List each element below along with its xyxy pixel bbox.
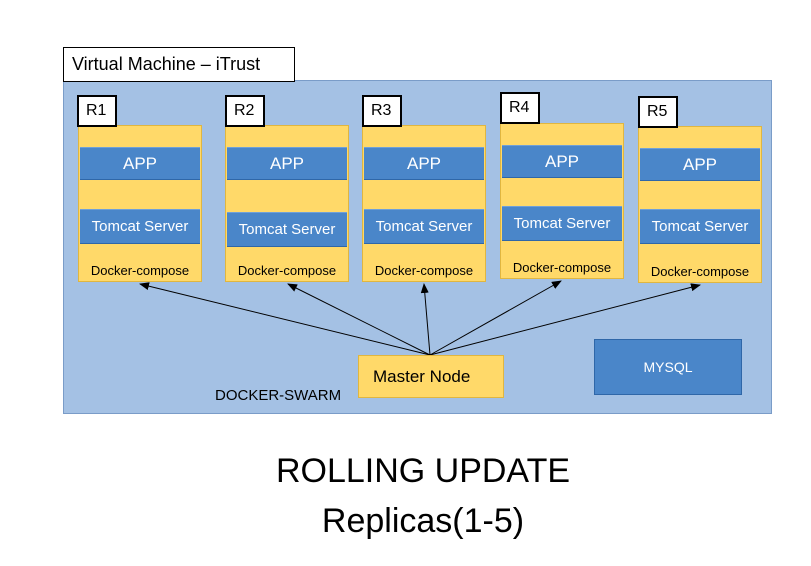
tomcat-server-block: Tomcat Server [80, 209, 200, 244]
replica-label-r1: R1 [77, 95, 117, 127]
app-block: APP [364, 147, 484, 180]
docker-compose-label: Docker-compose [237, 263, 337, 278]
mysql-block: MYSQL [594, 339, 742, 395]
replica-r3: APP Tomcat Server Docker-compose [362, 125, 486, 282]
app-block: APP [640, 148, 760, 181]
replica-r4: APP Tomcat Server Docker-compose [500, 123, 624, 279]
vm-title: Virtual Machine – iTrust [63, 47, 295, 82]
docker-compose-label: Docker-compose [374, 263, 474, 278]
replica-label-r2: R2 [225, 95, 265, 127]
caption-subtitle: Replicas(1-5) [321, 502, 525, 540]
app-block: APP [227, 147, 347, 180]
master-node: Master Node [358, 355, 504, 398]
docker-compose-label: Docker-compose [512, 260, 612, 275]
replica-r2: APP Tomcat Server Docker-compose [225, 125, 349, 282]
tomcat-server-block: Tomcat Server [502, 206, 622, 241]
replica-r1: APP Tomcat Server Docker-compose [78, 125, 202, 282]
docker-compose-label: Docker-compose [650, 264, 750, 279]
replica-label-r3: R3 [362, 95, 402, 127]
tomcat-server-block: Tomcat Server [364, 209, 484, 244]
replica-label-r4: R4 [500, 92, 540, 124]
tomcat-server-block: Tomcat Server [640, 209, 760, 244]
app-block: APP [80, 147, 200, 180]
caption-title: ROLLING UPDATE [275, 452, 571, 490]
docker-swarm-label: DOCKER-SWARM [215, 387, 342, 404]
replica-label-r5: R5 [638, 96, 678, 128]
tomcat-server-block: Tomcat Server [227, 212, 347, 247]
docker-compose-label: Docker-compose [90, 263, 190, 278]
replica-r5: APP Tomcat Server Docker-compose [638, 126, 762, 283]
app-block: APP [502, 145, 622, 178]
